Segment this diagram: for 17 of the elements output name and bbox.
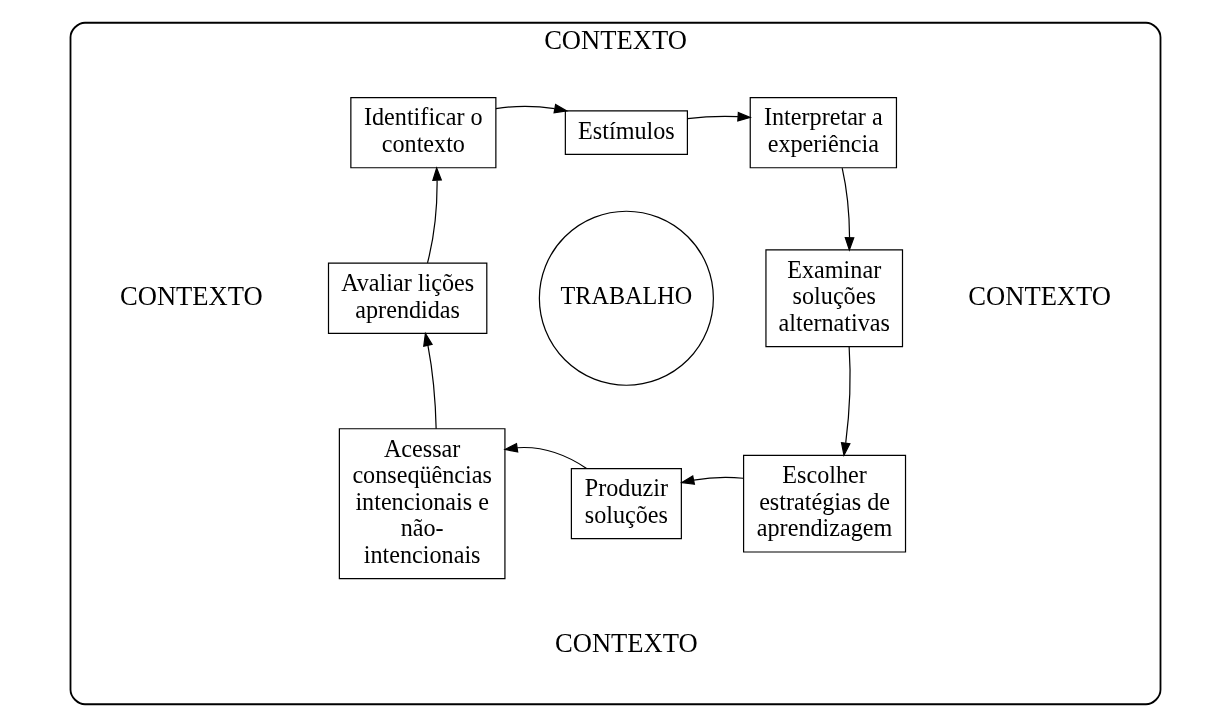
- node-box: Estímulos: [564, 110, 688, 156]
- node-box: Produzir soluções: [570, 468, 682, 540]
- node-box: Interpretar a experiência: [749, 97, 898, 169]
- node-box: Identificar o contexto: [350, 97, 497, 169]
- node-box: Avaliar lições aprendidas: [327, 262, 488, 334]
- arrow: [679, 475, 744, 485]
- arrow: [423, 331, 437, 430]
- arrow: [840, 346, 851, 457]
- node-box: Acessar conseqüências intencionais e não-intencionais: [338, 428, 506, 580]
- arrow: [686, 111, 752, 122]
- arrow: [495, 103, 569, 114]
- node-circle: TRABALHO: [538, 210, 714, 386]
- node-box: Examinar soluções alternativas: [765, 249, 904, 348]
- arrow: [503, 442, 588, 470]
- node-box: Escolher estratégias de aprendizagem: [743, 454, 907, 553]
- arrow: [841, 167, 855, 252]
- arrow: [426, 166, 443, 264]
